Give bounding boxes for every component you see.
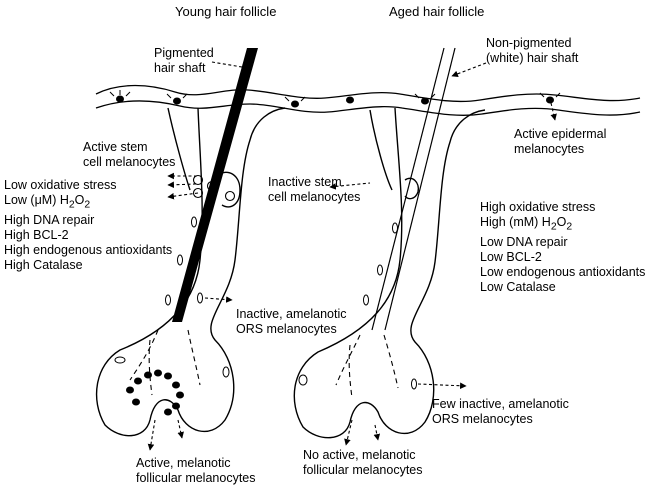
mu-symbol: μ	[34, 193, 42, 207]
young-inner-dashes	[129, 329, 201, 396]
label-no-active-follicular: No active, melanotic follicular melanocy…	[303, 448, 423, 478]
condition-item: High DNA repair	[4, 212, 95, 227]
label-nonpigmented-shaft: Non-pigmented (white) hair shaft	[486, 36, 578, 66]
header-young: Young hair follicle	[175, 4, 277, 19]
text-part: O	[556, 215, 567, 229]
label-active-epidermal: Active epidermal melanocytes	[514, 127, 606, 157]
text-part: M) H	[41, 193, 69, 207]
label-line: Active stem	[83, 140, 148, 154]
label-line: follicular melanocytes	[136, 471, 256, 485]
label-active-follicular: Active, melanotic follicular melanocytes	[136, 456, 256, 486]
label-line: Non-pigmented	[486, 36, 572, 50]
non-pigmented-hair-shaft	[371, 47, 456, 331]
label-line: Pigmented	[154, 46, 214, 60]
pigmented-hair-shaft	[172, 48, 258, 322]
epidermal-melanocytes	[109, 90, 561, 108]
young-conditions-list: Low oxidative stress Low (μM) H2O2 High …	[4, 178, 172, 273]
condition-item: Low BCL-2	[480, 249, 542, 264]
label-line: Few inactive, amelanotic	[432, 397, 569, 411]
label-line: melanocytes	[514, 142, 585, 156]
condition-item: High Catalase	[4, 257, 83, 272]
condition-item: Low oxidative stress	[4, 178, 117, 192]
condition-item-h2o2: Low (μM) H2O2	[4, 193, 172, 213]
condition-item: Low DNA repair	[480, 234, 568, 249]
label-line: (white) hair shaft	[486, 51, 579, 65]
label-line: cell melanocytes	[83, 155, 176, 169]
text-part: High (mM) H	[480, 215, 551, 229]
label-pigmented-shaft: Pigmented hair shaft	[154, 46, 214, 76]
header-aged: Aged hair follicle	[389, 4, 485, 19]
label-line: Inactive, amelanotic	[236, 307, 347, 321]
condition-item: Low Catalase	[480, 279, 556, 294]
label-inactive-stem: Inactive stem cell melanocytes	[268, 175, 360, 205]
text-part: Low (	[4, 193, 35, 207]
text-part: O	[74, 193, 85, 207]
subscript: 2	[84, 199, 91, 211]
young-ors-melanocytes	[114, 216, 230, 378]
subscript: 2	[566, 221, 573, 233]
aged-conditions-list: High oxidative stress High (mM) H2O2 Low…	[480, 200, 645, 295]
aged-inner-dashes	[335, 334, 399, 399]
condition-item: High oxidative stress	[480, 200, 596, 214]
label-inactive-ors: Inactive, amelanotic ORS melanocytes	[236, 307, 346, 337]
aged-ors-melanocytes	[298, 222, 417, 390]
label-line: cell melanocytes	[268, 190, 361, 204]
aged-follicle-outline	[293, 107, 486, 439]
label-line: follicular melanocytes	[303, 463, 423, 477]
young-follicular-melanocyte-cluster	[126, 369, 184, 416]
label-few-inactive-ors: Few inactive, amelanotic ORS melanocytes	[432, 397, 569, 427]
epidermis-layers	[95, 84, 641, 116]
label-line: ORS melanocytes	[432, 412, 533, 426]
label-line: hair shaft	[154, 61, 206, 75]
label-line: No active, melanotic	[303, 448, 416, 462]
label-line: Active epidermal	[514, 127, 607, 141]
label-arrows	[147, 61, 557, 451]
label-active-stem: Active stem cell melanocytes	[83, 140, 175, 170]
label-line: Active, melanotic	[136, 456, 231, 470]
label-line: Inactive stem	[268, 175, 342, 189]
condition-item: High endogenous antioxidants	[4, 242, 173, 257]
condition-item: Low endogenous antioxidants	[480, 264, 646, 279]
subscript: 2	[550, 221, 557, 233]
young-stem-cells	[192, 174, 236, 202]
label-line: ORS melanocytes	[236, 322, 337, 336]
condition-item-h2o2: High (mM) H2O2	[480, 215, 645, 235]
subscript: 2	[68, 199, 75, 211]
condition-item: High BCL-2	[4, 227, 69, 242]
